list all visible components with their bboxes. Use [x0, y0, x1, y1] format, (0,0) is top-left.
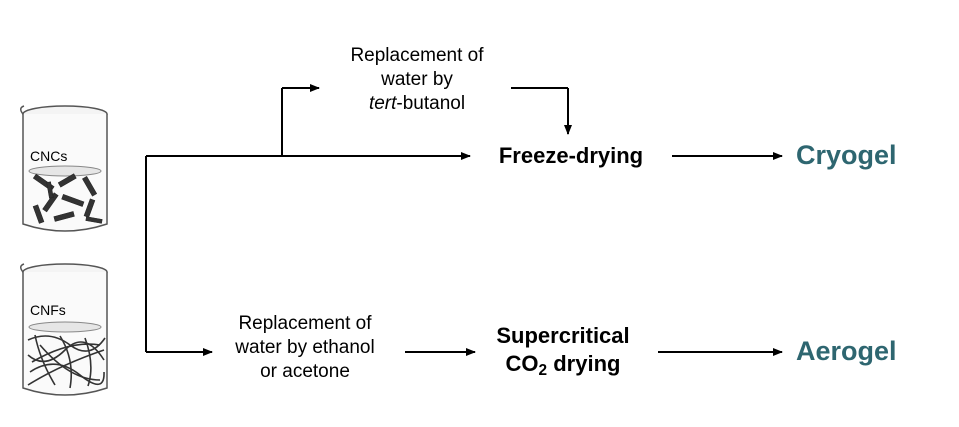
tba-exchange-step: Replacement of water by tert-butanol [322, 44, 512, 116]
co-text: CO [505, 351, 539, 376]
fibril-network [27, 334, 106, 389]
cnc-label: CNCs [30, 148, 68, 164]
flow-connectors [145, 84, 783, 356]
supercritical-drying-step: Supercritical CO2 drying [470, 322, 656, 385]
solvent-exchange-step: Replacement of water by ethanol or aceto… [205, 312, 405, 384]
solvent-line3: or acetone [260, 361, 350, 382]
solvent-line1: Replacement of [238, 313, 372, 334]
tert-prefix: tert [368, 93, 397, 114]
tba-line1: Replacement of [350, 45, 484, 66]
freeze-drying-label: Freeze-drying [498, 143, 644, 168]
scd-line1: Supercritical [496, 323, 630, 348]
tba-line2: water by [381, 69, 453, 90]
crystal-rods [32, 173, 103, 224]
drying-text: drying [547, 351, 621, 376]
co2-subscript: 2 [538, 361, 548, 379]
cnf-label: CNFs [30, 302, 66, 318]
cnf-beaker [20, 263, 108, 396]
solvent-line2: water by ethanol [235, 337, 375, 358]
cnc-beaker [20, 105, 108, 232]
tba-line3: tert-butanol [322, 92, 512, 116]
butanol-suffix: -butanol [396, 93, 466, 114]
scd-line2: CO2 drying [470, 350, 656, 385]
cryogel-product: Cryogel [796, 140, 897, 170]
aerogel-product: Aerogel [796, 336, 897, 366]
